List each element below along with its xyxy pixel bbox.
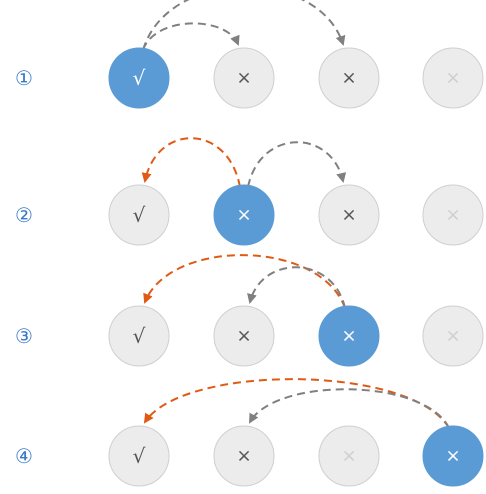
cross-mark: × — [445, 326, 460, 347]
step-label: ④ — [15, 444, 33, 468]
cross-mark: × — [236, 446, 251, 467]
node — [108, 425, 170, 487]
node — [422, 184, 484, 246]
gray-arrow — [142, 22, 240, 51]
node — [213, 425, 275, 487]
node-circle: × — [318, 184, 380, 246]
node-circle: √ — [108, 47, 170, 109]
step-label: ② — [15, 203, 33, 227]
node — [422, 47, 484, 109]
step-label: ③ — [15, 324, 33, 348]
labels-layer: ① ② ③ ④ — [15, 66, 33, 468]
node-circle: × — [318, 47, 380, 109]
node-circle: × — [318, 305, 380, 367]
node — [213, 305, 275, 367]
node-circle: × — [422, 425, 484, 487]
node — [318, 184, 380, 246]
node-circle: × — [422, 47, 484, 109]
cross-mark: × — [341, 205, 356, 226]
orange-arrow — [141, 137, 241, 188]
active-node — [422, 425, 484, 487]
orange-arrow — [143, 378, 450, 429]
cross-mark: × — [341, 446, 356, 467]
node — [422, 305, 484, 367]
check-mark: √ — [133, 66, 146, 90]
step-label: ① — [15, 66, 33, 90]
node-circle: × — [422, 305, 484, 367]
gray-arrow — [247, 266, 346, 309]
cross-mark: × — [236, 205, 251, 226]
node — [108, 184, 170, 246]
node-circle: √ — [108, 425, 170, 487]
node — [318, 425, 380, 487]
arrows-layer — [141, 0, 450, 429]
check-mark: √ — [133, 203, 146, 227]
nodes-layer: √ × × × √ × × × √ × × × √ × × × — [108, 47, 484, 487]
gray-arrow — [142, 0, 346, 51]
cross-mark: × — [236, 68, 251, 89]
cross-mark: × — [341, 326, 356, 347]
cross-mark: × — [445, 446, 460, 467]
node-circle: × — [318, 425, 380, 487]
orange-arrow — [143, 254, 346, 309]
active-node — [108, 47, 170, 109]
check-mark: √ — [133, 324, 146, 348]
node-circle: × — [213, 425, 275, 487]
check-mark: √ — [133, 444, 146, 468]
active-node — [318, 305, 380, 367]
active-node — [213, 184, 275, 246]
node — [213, 47, 275, 109]
node-circle: × — [213, 305, 275, 367]
cross-mark: × — [445, 205, 460, 226]
node-circle: √ — [108, 184, 170, 246]
node-circle: × — [213, 184, 275, 246]
cross-mark: × — [341, 68, 356, 89]
node — [318, 47, 380, 109]
node-circle: × — [422, 184, 484, 246]
node-circle: × — [213, 47, 275, 109]
gray-arrow — [249, 388, 450, 429]
cross-mark: × — [236, 326, 251, 347]
node-circle: √ — [108, 305, 170, 367]
node — [108, 305, 170, 367]
gray-arrow — [247, 141, 347, 188]
cross-mark: × — [445, 68, 460, 89]
